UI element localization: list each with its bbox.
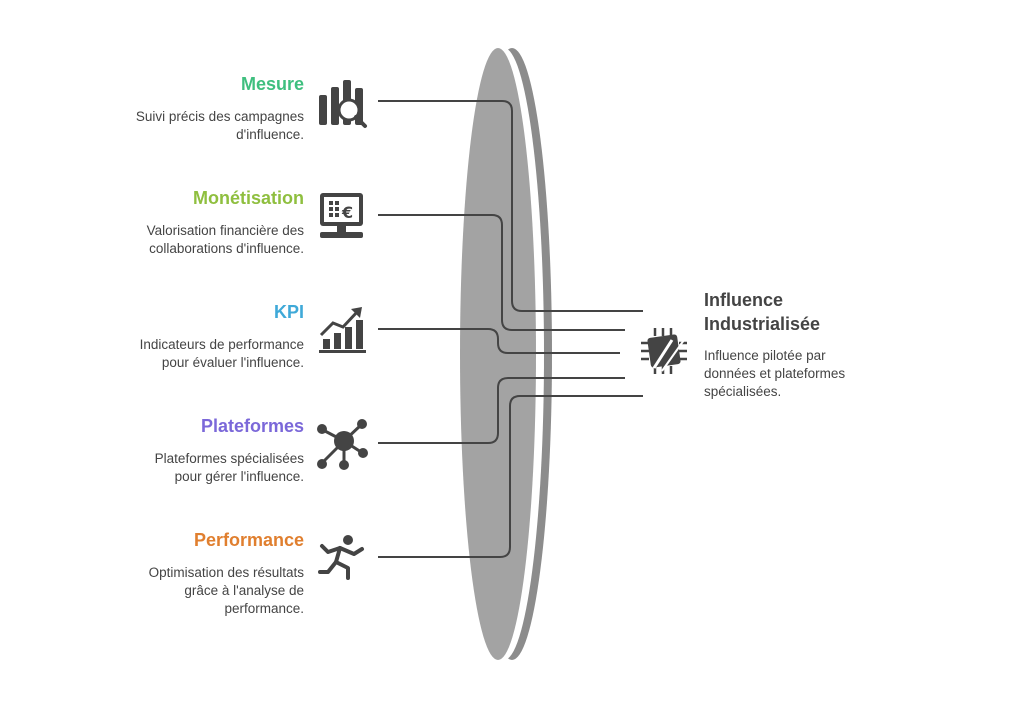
converging-lens xyxy=(460,48,552,660)
network-hub-icon xyxy=(317,419,368,470)
svg-text:€: € xyxy=(341,203,353,222)
item-description-monetisation: Valorisation financière des collaboratio… xyxy=(146,223,304,256)
connector-performance xyxy=(378,395,643,558)
item-title-performance: Performance xyxy=(193,530,304,550)
running-person-icon xyxy=(318,535,364,580)
result-title: Influence Industrialisée xyxy=(704,290,821,334)
monitor-euro-icon: € xyxy=(320,193,363,238)
item-description-performance: Optimisation des résultats grâce à l'ana… xyxy=(148,565,304,616)
item-title-kpi: KPI xyxy=(273,302,304,322)
circuit-chip-icon xyxy=(641,328,687,374)
item-title-monetisation: Monétisation xyxy=(193,188,304,208)
growth-chart-icon xyxy=(319,307,366,353)
connector-monetisation xyxy=(378,214,625,331)
item-title-plateformes: Plateformes xyxy=(200,416,304,436)
item-description-kpi: Indicateurs de performance pour évaluer … xyxy=(139,337,304,370)
connector-lines xyxy=(378,100,643,558)
item-description-plateformes: Plateformes spécialisées pour gérer l'in… xyxy=(154,451,304,484)
analytics-magnifier-icon xyxy=(319,80,367,128)
connector-plateformes xyxy=(378,377,625,444)
connector-kpi xyxy=(378,328,620,354)
item-description-mesure: Suivi précis des campagnes d'influence. xyxy=(135,109,304,142)
result-description: Influence pilotée par données et platefo… xyxy=(704,348,846,399)
connector-mesure xyxy=(378,100,643,312)
item-title-mesure: Mesure xyxy=(240,74,304,94)
